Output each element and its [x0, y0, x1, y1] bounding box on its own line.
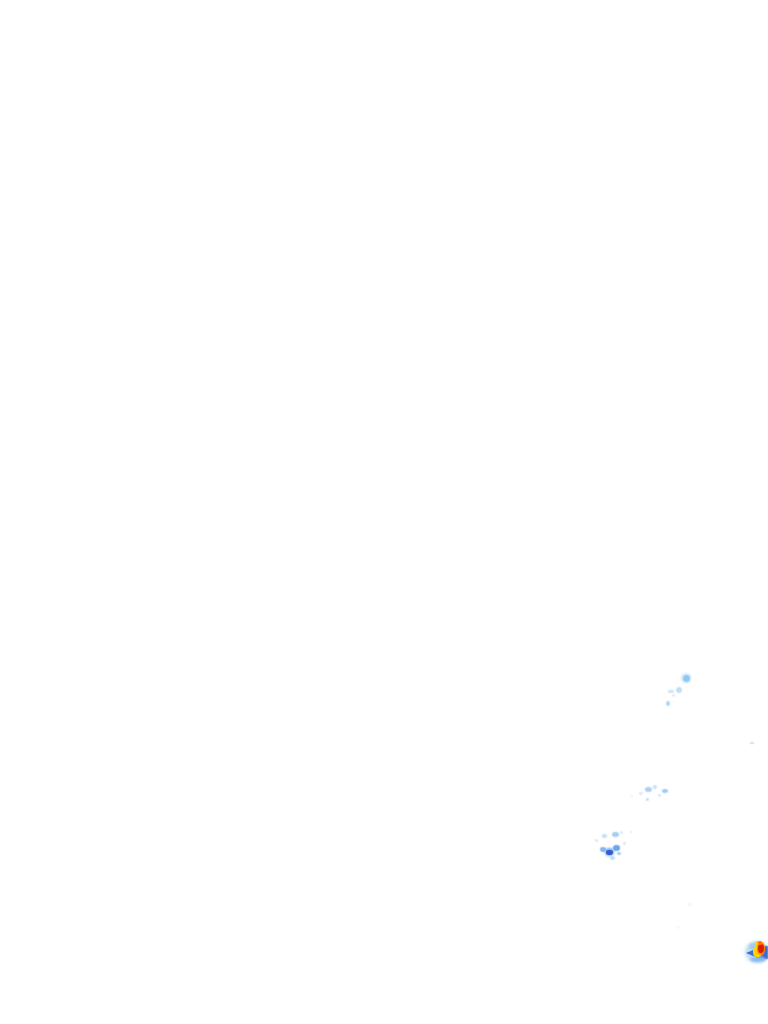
storm-cell-blob [753, 946, 762, 957]
storm-cell-blob [745, 941, 768, 963]
storm-cell-blob [749, 943, 758, 950]
storm-cell-blob [755, 941, 760, 946]
storm-cell-blob [757, 942, 765, 955]
storm-cell-blob [746, 948, 758, 958]
storm-cell-blob [750, 957, 766, 962]
storm-cell-blob [758, 944, 764, 953]
storm-cell-blob [757, 952, 765, 959]
storm-cell-blob [758, 941, 762, 945]
storm-cell-blob [763, 946, 768, 959]
